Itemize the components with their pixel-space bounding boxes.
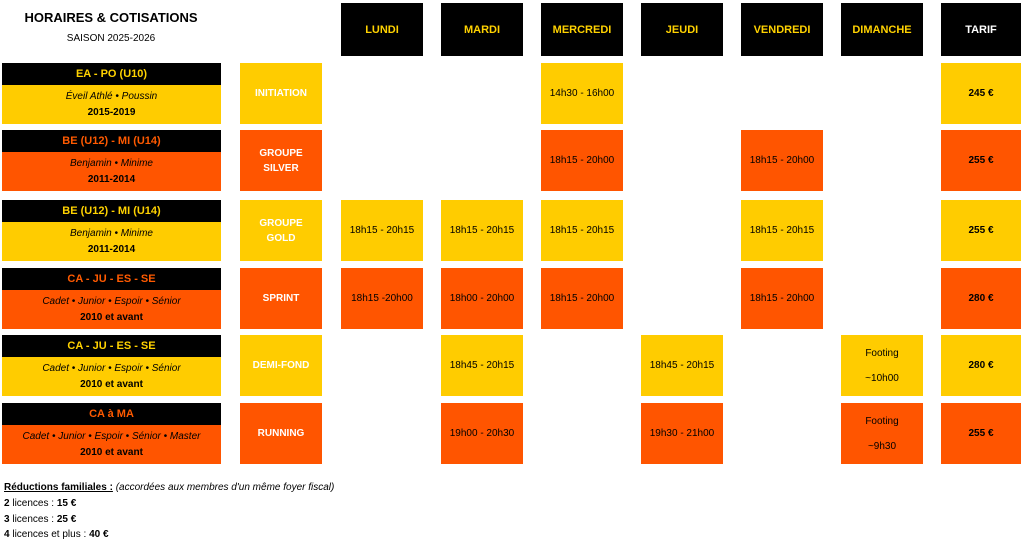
group-cell: GROUPE GOLD bbox=[240, 200, 322, 261]
discount-note: (accordées aux membres d'un même foyer f… bbox=[115, 482, 335, 493]
category-cell: CA - JU - ES - SE Cadet • Junior • Espoi… bbox=[2, 268, 221, 329]
group-label: DEMI-FOND bbox=[252, 360, 310, 371]
schedule-cell: 18h15 - 20h00 bbox=[741, 268, 823, 329]
category-years: 2010 et avant bbox=[80, 447, 143, 458]
category-years: 2010 et avant bbox=[80, 312, 143, 323]
schedule-cell: Footing ~10h00 bbox=[841, 335, 923, 396]
day-header-mardi: MARDI bbox=[441, 3, 523, 56]
group-label: RUNNING bbox=[257, 428, 305, 439]
category-names: Benjamin • Minime bbox=[70, 158, 153, 169]
season-label: SAISON 2025-2026 bbox=[66, 33, 156, 44]
schedule-time: ~9h30 bbox=[867, 440, 897, 452]
schedule-cell: 18h15 -20h00 bbox=[341, 268, 423, 329]
discount-heading: Réductions familiales : bbox=[4, 482, 113, 493]
tarif-cell: 255 € bbox=[941, 130, 1021, 191]
discount-count: 2 bbox=[4, 498, 10, 509]
group-label: GROUPE bbox=[259, 217, 303, 229]
category-code: EA - PO (U10) bbox=[2, 63, 221, 85]
category-cell: EA - PO (U10) Éveil Athlé • Poussin 2015-… bbox=[2, 63, 221, 124]
schedule-cell: 18h15 - 20h15 bbox=[341, 200, 423, 261]
discount-line: 3 licences : 25 € bbox=[4, 514, 76, 525]
discount-heading-line: Réductions familiales : (accordées aux m… bbox=[4, 482, 334, 493]
category-names: Cadet • Junior • Espoir • Sénior bbox=[42, 296, 181, 307]
day-header-dimanche: DIMANCHE bbox=[841, 3, 923, 56]
category-years: 2015-2019 bbox=[87, 107, 136, 118]
tarif-cell: 255 € bbox=[941, 200, 1021, 261]
category-cell: BE (U12) - MI (U14) Benjamin • Minime 201… bbox=[2, 130, 221, 191]
category-years: 2011-2014 bbox=[87, 174, 136, 185]
schedule-cell: 18h45 - 20h15 bbox=[641, 335, 723, 396]
discount-text: licences : bbox=[12, 514, 57, 525]
schedule-cell: 14h30 - 16h00 bbox=[541, 63, 623, 124]
schedule-cell: 18h15 - 20h15 bbox=[541, 200, 623, 261]
day-header-lundi: LUNDI bbox=[341, 3, 423, 56]
discount-count: 4 bbox=[4, 529, 10, 540]
tarif-cell: 280 € bbox=[941, 268, 1021, 329]
discount-text: licences : bbox=[12, 498, 57, 509]
group-label: GROUPE bbox=[259, 147, 303, 159]
category-cell: CA - JU - ES - SE Cadet • Junior • Espoi… bbox=[2, 335, 221, 396]
category-years: 2011-2014 bbox=[87, 244, 136, 255]
page-title: HORAIRES & COTISATIONS bbox=[24, 10, 198, 25]
schedule-cell: 18h15 - 20h15 bbox=[441, 200, 523, 261]
group-label: SPRINT bbox=[262, 293, 300, 304]
tarif-header: TARIF bbox=[941, 3, 1021, 56]
schedule-cell: 18h15 - 20h00 bbox=[741, 130, 823, 191]
discount-line: 4 licences et plus : 40 € bbox=[4, 529, 109, 540]
group-cell: SPRINT bbox=[240, 268, 322, 329]
schedule-cell: 18h15 - 20h00 bbox=[541, 130, 623, 191]
category-names: Benjamin • Minime bbox=[70, 228, 153, 239]
group-cell: GROUPE SILVER bbox=[240, 130, 322, 191]
category-cell: CA à MA Cadet • Junior • Espoir • Sénior… bbox=[2, 403, 221, 464]
group-label-2: SILVER bbox=[263, 162, 299, 174]
discount-amount: 40 € bbox=[89, 529, 109, 540]
discount-amount: 25 € bbox=[56, 514, 77, 525]
schedule-cell: Footing ~9h30 bbox=[841, 403, 923, 464]
category-names: Cadet • Junior • Espoir • Sénior • Maste… bbox=[22, 431, 201, 442]
discount-amount: 15 € bbox=[56, 498, 77, 509]
schedule-cell: 19h00 - 20h30 bbox=[441, 403, 523, 464]
schedule-cell: 18h15 - 20h00 bbox=[541, 268, 623, 329]
group-label-2: GOLD bbox=[266, 232, 296, 244]
discount-text: licences et plus : bbox=[12, 529, 90, 540]
group-cell: RUNNING bbox=[240, 403, 322, 464]
group-label: INITIATION bbox=[254, 88, 308, 99]
schedule-activity: Footing bbox=[865, 347, 899, 359]
group-cell: INITIATION bbox=[240, 63, 322, 124]
category-names: Cadet • Junior • Espoir • Sénior bbox=[42, 363, 181, 374]
discount-line: 2 licences : 15 € bbox=[4, 498, 76, 509]
category-code: BE (U12) - MI (U14) bbox=[2, 200, 221, 222]
group-cell: DEMI-FOND bbox=[240, 335, 322, 396]
schedule-cell: 18h00 - 20h00 bbox=[441, 268, 523, 329]
day-header-jeudi: JEUDI bbox=[641, 3, 723, 56]
tarif-cell: 245 € bbox=[941, 63, 1021, 124]
category-code: CA à MA bbox=[2, 403, 221, 425]
day-header-vendredi: VENDREDI bbox=[741, 3, 823, 56]
category-cell: BE (U12) - MI (U14) Benjamin • Minime 201… bbox=[2, 200, 221, 261]
category-code: CA - JU - ES - SE bbox=[2, 335, 221, 357]
category-years: 2010 et avant bbox=[80, 379, 143, 390]
category-code: CA - JU - ES - SE bbox=[2, 268, 221, 290]
schedule-cell: 18h15 - 20h15 bbox=[741, 200, 823, 261]
tarif-cell: 255 € bbox=[941, 403, 1021, 464]
tarif-cell: 280 € bbox=[941, 335, 1021, 396]
schedule-time: ~10h00 bbox=[865, 372, 899, 384]
category-code: BE (U12) - MI (U14) bbox=[2, 130, 221, 152]
discount-count: 3 bbox=[4, 514, 10, 525]
schedule-activity: Footing bbox=[865, 415, 899, 427]
schedule-cell: 19h30 - 21h00 bbox=[641, 403, 723, 464]
schedule-cell: 18h45 - 20h15 bbox=[441, 335, 523, 396]
category-names: Éveil Athlé • Poussin bbox=[65, 91, 158, 102]
day-header-mercredi: MERCREDI bbox=[541, 3, 623, 56]
